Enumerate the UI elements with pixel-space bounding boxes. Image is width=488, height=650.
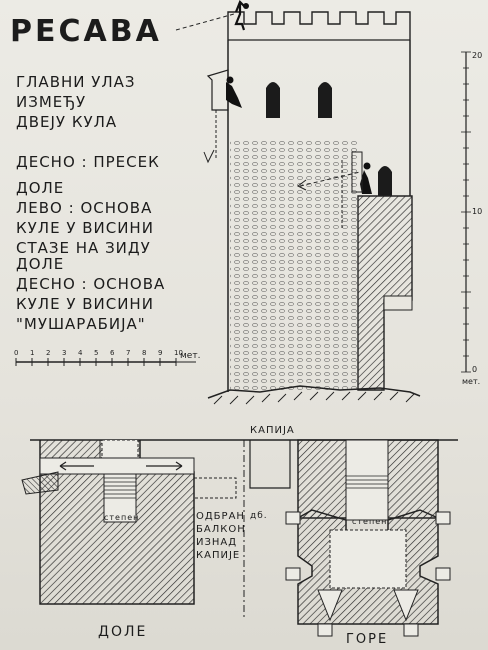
caption-section-right: ДЕСНО : ПРЕСЕК [16, 153, 160, 171]
scale-unit-label: мет. [180, 351, 201, 361]
plan-right [243, 439, 451, 637]
label-stairs-left: степен [104, 513, 140, 522]
label-plan-bottom-left: ДОЛЕ [98, 624, 148, 640]
scale-tick-label: 10 [174, 349, 183, 357]
scale-tick-label: 0 [14, 349, 18, 357]
scale-tick-label: 4 [78, 349, 83, 357]
caption-plan-right: ДОЛЕ ДЕСНО : ОСНОВА КУЛЕ У ВИСИНИ "МУШАР… [16, 255, 166, 333]
label-stairs-right: степен [352, 517, 388, 526]
scale-tick-label: 5 [94, 349, 98, 357]
scale-tick-label: 7 [126, 349, 130, 357]
label-db: дб. [250, 511, 268, 521]
label-defense-balcony: ОДБРАН БАЛКОН ИЗНАД КАПИЈЕ [196, 511, 246, 561]
scale-tick-label: 8 [142, 349, 146, 357]
vscale-label-10: 10 [472, 207, 483, 216]
caption-plan-left: ДОЛЕ ЛЕВО : ОСНОВА КУЛЕ У ВИСИНИ СТАЗЕ Н… [16, 179, 154, 257]
vscale-label-20: 20 [472, 51, 483, 60]
scale-tick-label: 9 [158, 349, 162, 357]
scale-tick-label: 3 [62, 349, 66, 357]
scale-tick-label: 2 [46, 349, 50, 357]
vscale-unit: мет. [462, 377, 481, 386]
vscale-label-0: 0 [472, 365, 478, 374]
tower-section [175, 0, 421, 405]
label-gate: КАПИЈА [250, 425, 295, 436]
label-plan-bottom-right: ГОРЕ [346, 632, 389, 647]
caption-main-entrance: ГЛАВНИ УЛАЗ ИЗМЕЂУ ДВЕЈУ КУЛА [16, 73, 136, 131]
page-title: РЕСАВА [10, 14, 162, 49]
scale-tick-label: 6 [110, 349, 115, 357]
scale-tick-label: 1 [30, 349, 34, 357]
